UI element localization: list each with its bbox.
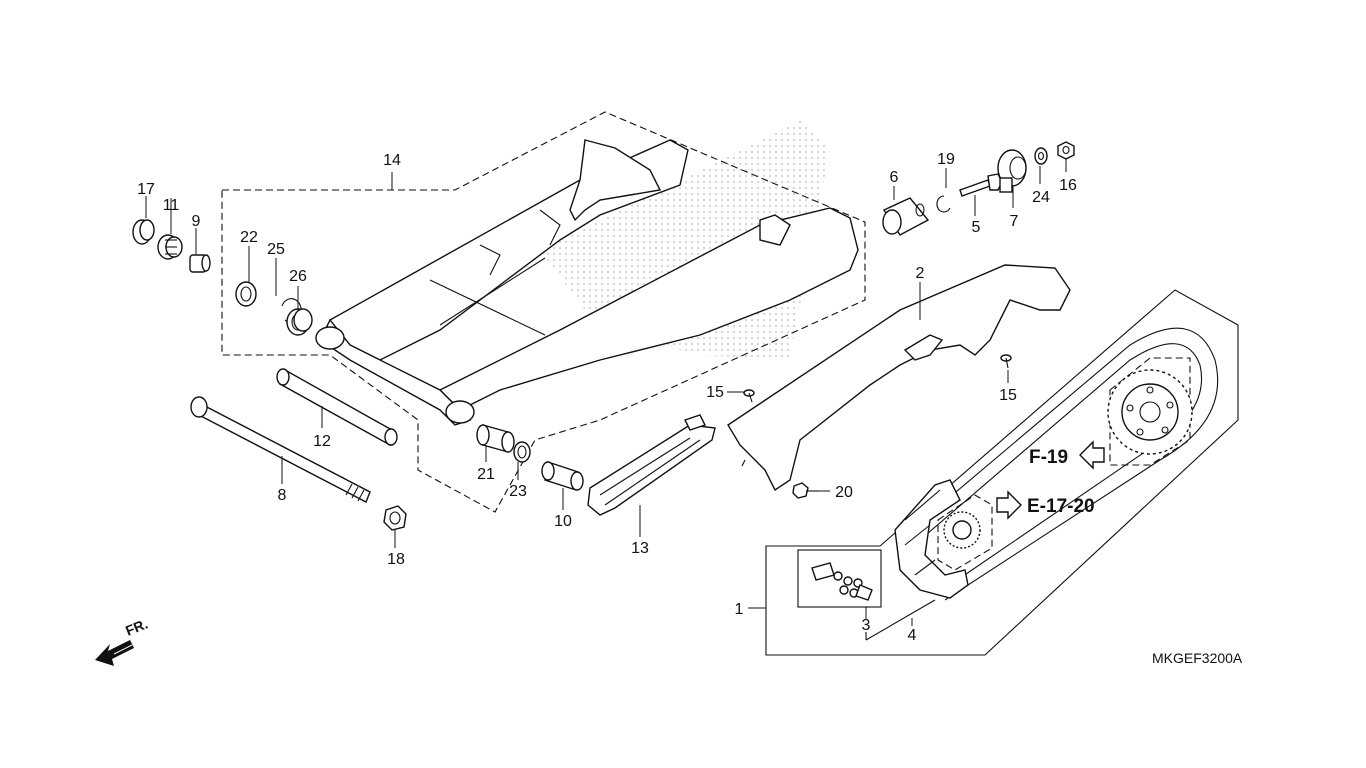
callout-12: 12	[313, 433, 331, 450]
callout-7: 7	[1010, 213, 1019, 230]
part-7-adjuster[interactable]	[997, 149, 1027, 193]
part-26-bearing[interactable]	[286, 308, 313, 336]
part-10-collar[interactable]	[541, 461, 584, 491]
callout-19: 19	[937, 151, 955, 168]
callout-4: 4	[908, 627, 917, 644]
callout-15b: 15	[999, 387, 1017, 404]
part-2-chain-case[interactable]	[727, 264, 1071, 492]
part-3-chain-joint[interactable]	[797, 549, 882, 608]
part-18-nut[interactable]	[383, 505, 407, 531]
callout-24: 24	[1032, 189, 1050, 206]
part-19-clip[interactable]	[936, 195, 951, 213]
callout-16: 16	[1059, 177, 1077, 194]
part-24-washer[interactable]	[1034, 147, 1048, 165]
callout-22: 22	[240, 229, 258, 246]
part-20-screw[interactable]	[792, 482, 818, 499]
part-9-collar[interactable]	[189, 254, 211, 273]
callout-labels: 1 2 3 4 5 6 7 8 9 10 11 12 13 14 15 15 1…	[137, 151, 1077, 644]
part-15-bolt-b[interactable]	[1000, 354, 1012, 369]
callout-1: 1	[735, 601, 744, 618]
svg-text:FR.: FR.	[123, 615, 150, 638]
part-21-needle-bearing[interactable]	[476, 424, 515, 453]
part-23-seal[interactable]	[513, 441, 531, 463]
swingarm[interactable]	[315, 139, 859, 426]
part-16-nut[interactable]	[1057, 141, 1075, 160]
callout-17: 17	[137, 181, 155, 198]
callout-8: 8	[278, 487, 287, 504]
part-4-drive-chain[interactable]	[894, 327, 1219, 601]
part-12-collar-tube[interactable]	[276, 368, 398, 447]
callout-23: 23	[509, 483, 527, 500]
ref-arrow-e1720[interactable]: E-17-20	[996, 490, 1095, 520]
callout-10: 10	[554, 513, 572, 530]
part-11-bushing[interactable]	[157, 234, 183, 260]
callout-15a: 15	[706, 384, 724, 401]
front-direction-arrow: FR.	[95, 615, 150, 666]
chain-kit-outline	[765, 289, 1239, 656]
svg-text:F-19: F-19	[1029, 447, 1068, 468]
diagram-code: MKGEF3200A	[1152, 650, 1243, 666]
part-15-bolt-a[interactable]	[743, 389, 755, 403]
callout-3: 3	[862, 617, 871, 634]
callout-2: 2	[916, 265, 925, 282]
rear-sprocket	[1107, 357, 1193, 466]
callout-11: 11	[163, 197, 180, 214]
part-13-chain-slider[interactable]	[587, 414, 716, 516]
callout-25: 25	[267, 241, 285, 258]
callout-18: 18	[387, 551, 405, 568]
ref-arrow-f19[interactable]: F-19	[1029, 440, 1105, 470]
callout-9: 9	[192, 213, 201, 230]
callout-14: 14	[383, 152, 401, 169]
part-5-bolt[interactable]	[959, 173, 1003, 197]
svg-text:E-17-20: E-17-20	[1027, 496, 1095, 517]
part-22-seal[interactable]	[235, 281, 257, 307]
callout-21: 21	[477, 466, 495, 483]
callout-26: 26	[289, 268, 307, 285]
callout-13: 13	[631, 540, 649, 557]
callout-6: 6	[890, 169, 899, 186]
part-6-collar[interactable]	[882, 197, 930, 236]
part-17-cap[interactable]	[132, 219, 155, 245]
part-8-pivot-bolt[interactable]	[190, 396, 371, 503]
callout-5: 5	[972, 219, 981, 236]
drive-sprocket	[937, 494, 993, 571]
swingarm-group-outline	[221, 111, 866, 513]
callout-20: 20	[835, 484, 853, 501]
